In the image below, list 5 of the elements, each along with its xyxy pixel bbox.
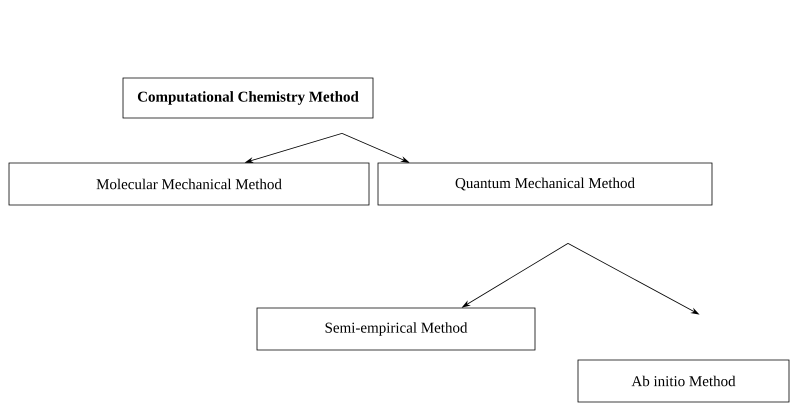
method-box: Computational Chemistry Method [122, 78, 374, 118]
method-box: Quantum Mechanical Method [378, 162, 712, 206]
method-box: Ab initio Method [578, 360, 790, 402]
method-box: Molecular Mechanical Method [8, 162, 370, 206]
method-box: Semi-empirical Method [256, 308, 536, 350]
